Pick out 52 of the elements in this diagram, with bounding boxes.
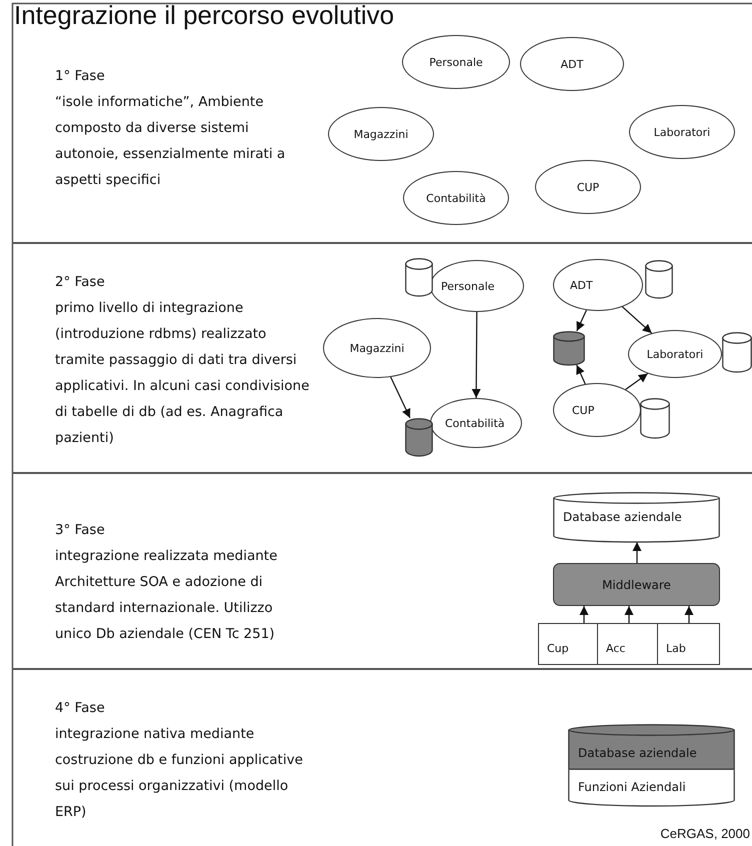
- phase-description: “isole informatiche”, Ambiente composto da diverse sistemi autonoie, essenzialmente mirati a aspetti specifici: [55, 93, 286, 190]
- system-label: CUP: [576, 180, 600, 194]
- phase-band: [12, 32, 752, 244]
- middleware-label: Middleware: [602, 578, 671, 592]
- system-label: Laboratori: [654, 126, 710, 138]
- system-label: CUP: [572, 404, 594, 416]
- module-label: Acc: [606, 642, 626, 654]
- diagram-title: Integrazione il percorso evolutivo: [14, 0, 394, 30]
- system-ellipse: [328, 107, 434, 161]
- source-note: CeRGAS, 2000: [660, 826, 750, 841]
- system-ellipse: [553, 259, 643, 311]
- arrow: [390, 376, 411, 418]
- module-box: [538, 623, 598, 665]
- phase-heading: 1° Fase: [55, 67, 106, 86]
- system-label: Contabilità: [426, 192, 486, 204]
- phase-description: primo livello di integrazione (introduzione rdbms) realizzato tramite passaggio di dati tra diversi applicativi. In alcuni casi condivisione di tabelle di db (ad es. Anagrafica pazienti): [55, 299, 310, 448]
- functions-label: Funzioni Aziendali: [578, 780, 686, 794]
- system-ellipse: [403, 171, 509, 225]
- phase-description: integrazione nativa mediante costruzione db e funzioni applicative sui processi organizzativi (modello ERP): [55, 725, 304, 822]
- module-label: Lab: [666, 642, 686, 654]
- system-label: ADT: [560, 58, 584, 70]
- system-ellipse: [520, 37, 624, 91]
- system-label: Laboratori: [646, 348, 704, 360]
- module-label: Cup: [547, 642, 569, 654]
- module-box: [657, 623, 720, 665]
- system-ellipse: [535, 160, 641, 214]
- phase-heading: 3° Fase: [55, 521, 106, 540]
- system-label: Personale: [441, 280, 495, 292]
- database-label: Database aziendale: [563, 510, 682, 524]
- arrow: [622, 306, 652, 334]
- system-label: Contabilità: [445, 416, 505, 430]
- system-ellipse: [629, 105, 735, 159]
- database-label: Database aziendale: [578, 746, 697, 760]
- arrow: [576, 310, 587, 332]
- system-label: Magazzini: [350, 342, 404, 354]
- module-box: [597, 623, 658, 665]
- arrow: [625, 373, 648, 390]
- system-label: Magazzini: [354, 128, 408, 140]
- middleware-box: [553, 563, 720, 606]
- phase-heading: 4° Fase: [55, 699, 106, 718]
- phase-description: integrazione realizzata mediante Architetture SOA e adozione di standard internazionale. Utilizzo unico Db aziendale (CEN Tc 251): [55, 547, 278, 644]
- arrow: [632, 542, 642, 563]
- arrow: [576, 364, 586, 384]
- system-label: ADT: [570, 278, 593, 292]
- arrow: [684, 606, 694, 623]
- system-label: Personale: [429, 56, 483, 68]
- system-ellipse: [323, 318, 431, 378]
- arrow: [624, 606, 634, 623]
- arrow: [580, 606, 588, 623]
- phase-heading: 2° Fase: [55, 273, 106, 292]
- arrow: [472, 312, 481, 398]
- system-ellipse: [402, 35, 510, 89]
